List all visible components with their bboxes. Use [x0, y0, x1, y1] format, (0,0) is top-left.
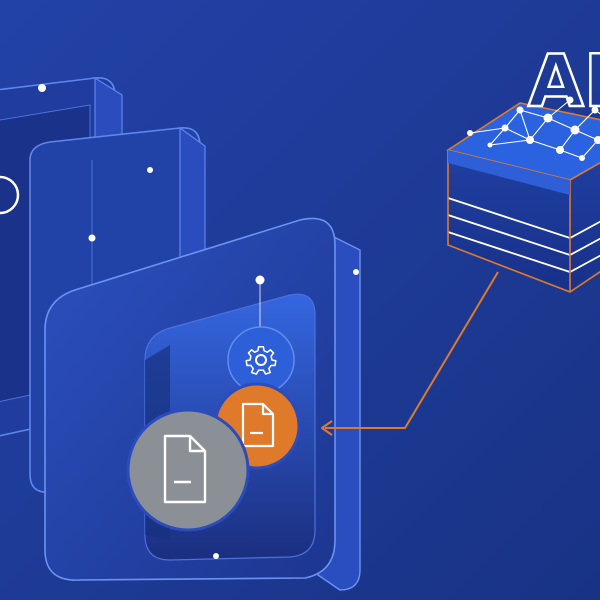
document-bubble-gray	[126, 408, 250, 532]
ai-stack: AI	[446, 38, 600, 293]
document-icon	[241, 402, 275, 448]
gear-bubble	[227, 326, 295, 394]
connector-arrow	[321, 271, 499, 436]
network-nodes	[467, 96, 600, 161]
neural-network	[469, 99, 600, 159]
ai-label: AI	[528, 39, 600, 123]
document-icon	[163, 434, 207, 504]
gear-icon	[245, 345, 277, 375]
